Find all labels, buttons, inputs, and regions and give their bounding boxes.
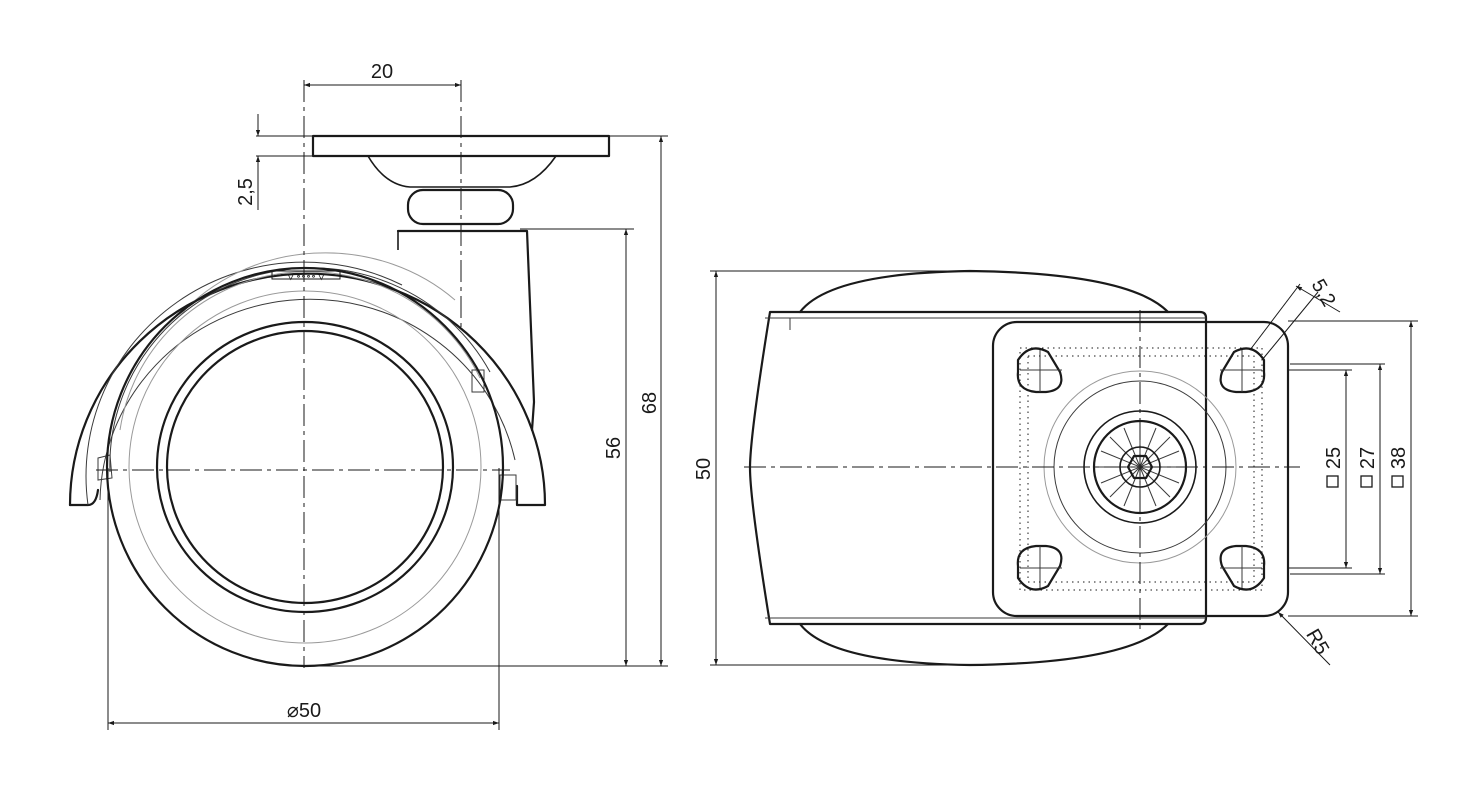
- housing-body: [748, 310, 1208, 626]
- fixing-hole-bl: [1016, 544, 1063, 591]
- wheel-hub-outer: [155, 320, 455, 614]
- dim-square-27: 27: [1357, 447, 1379, 469]
- dim-wheel-height: 56: [603, 437, 625, 459]
- side-view: 50 25 27 38 5,2 R5: [693, 269, 1418, 667]
- dim-plate-thickness: 2,5: [235, 178, 257, 206]
- fork-body: [396, 229, 536, 432]
- fixing-hole-tr: [1219, 347, 1266, 394]
- dim-corner-radius: R5: [1301, 625, 1333, 658]
- plate-neck: [367, 155, 557, 188]
- fixing-hole-br: [1219, 544, 1266, 591]
- fixing-hole-tl: [1016, 347, 1063, 394]
- front-view: ▽ ∘∘∘∘ ▽ 20 2,5 56 68: [68, 61, 668, 730]
- wheel-hub-inner: [165, 329, 445, 605]
- dim-wheel-diameter: ⌀50: [287, 700, 321, 722]
- dim-top-width: 20: [371, 61, 393, 83]
- dim-side-width: 50: [693, 458, 715, 480]
- brand-label-glyphs: ▽ ∘∘∘∘ ▽: [287, 272, 326, 281]
- dim-square-38: 38: [1388, 447, 1410, 469]
- dim-overall-height: 68: [639, 392, 661, 414]
- tyre-top: [798, 269, 1170, 314]
- dim-hole-size: 5,2: [1307, 275, 1340, 310]
- tyre-bottom: [798, 622, 1170, 667]
- wheel-hood: [68, 272, 547, 507]
- dim-square-25: 25: [1323, 447, 1345, 469]
- brand-label: [271, 270, 341, 280]
